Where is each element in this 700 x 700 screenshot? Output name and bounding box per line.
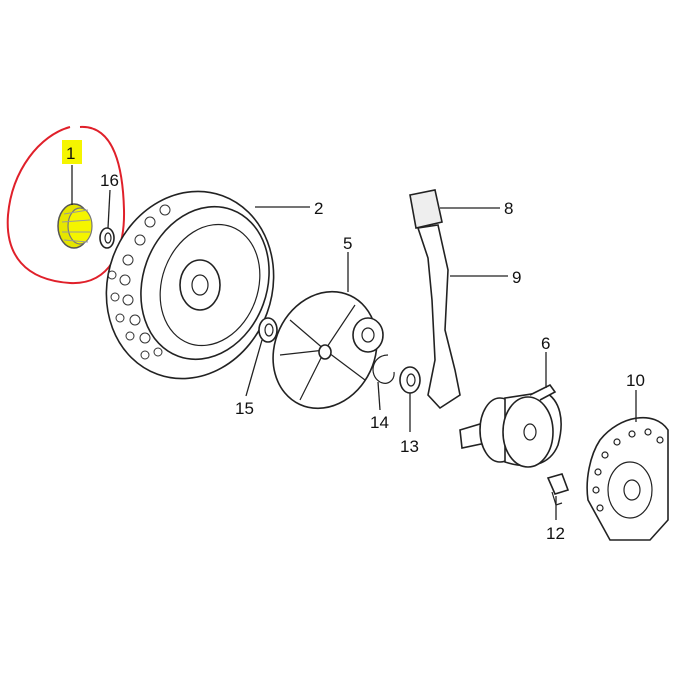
part-12-bolt	[546, 473, 570, 506]
callout-8: 8	[504, 199, 513, 218]
part-1-bushing	[57, 203, 93, 249]
part-14-clip	[372, 354, 395, 384]
part-8-grip	[409, 189, 443, 229]
part-16-washer	[99, 227, 115, 249]
part-15-washer	[258, 317, 278, 343]
callout-15: 15	[235, 399, 254, 418]
callout-5: 5	[343, 234, 352, 253]
callout-6: 6	[541, 334, 550, 353]
callout-10: 10	[626, 371, 645, 390]
part-2-wheel	[105, 190, 275, 380]
callout-1: 1	[66, 144, 75, 163]
callout-9: 9	[512, 268, 521, 287]
leader-lines	[71, 165, 637, 520]
callout-16: 16	[100, 171, 119, 190]
part-9-lever	[416, 224, 461, 410]
red-highlight-circle	[6, 125, 126, 285]
callout-14: 14	[370, 413, 389, 432]
part-5-disc	[272, 290, 384, 410]
callout-12: 12	[546, 524, 565, 543]
callout-13: 13	[400, 437, 419, 456]
callout-2: 2	[314, 199, 323, 218]
part-13-washer	[399, 366, 421, 394]
part-10-plate	[586, 416, 669, 541]
callout-1-highlight	[62, 140, 82, 164]
part-6-gear-case	[459, 383, 562, 468]
